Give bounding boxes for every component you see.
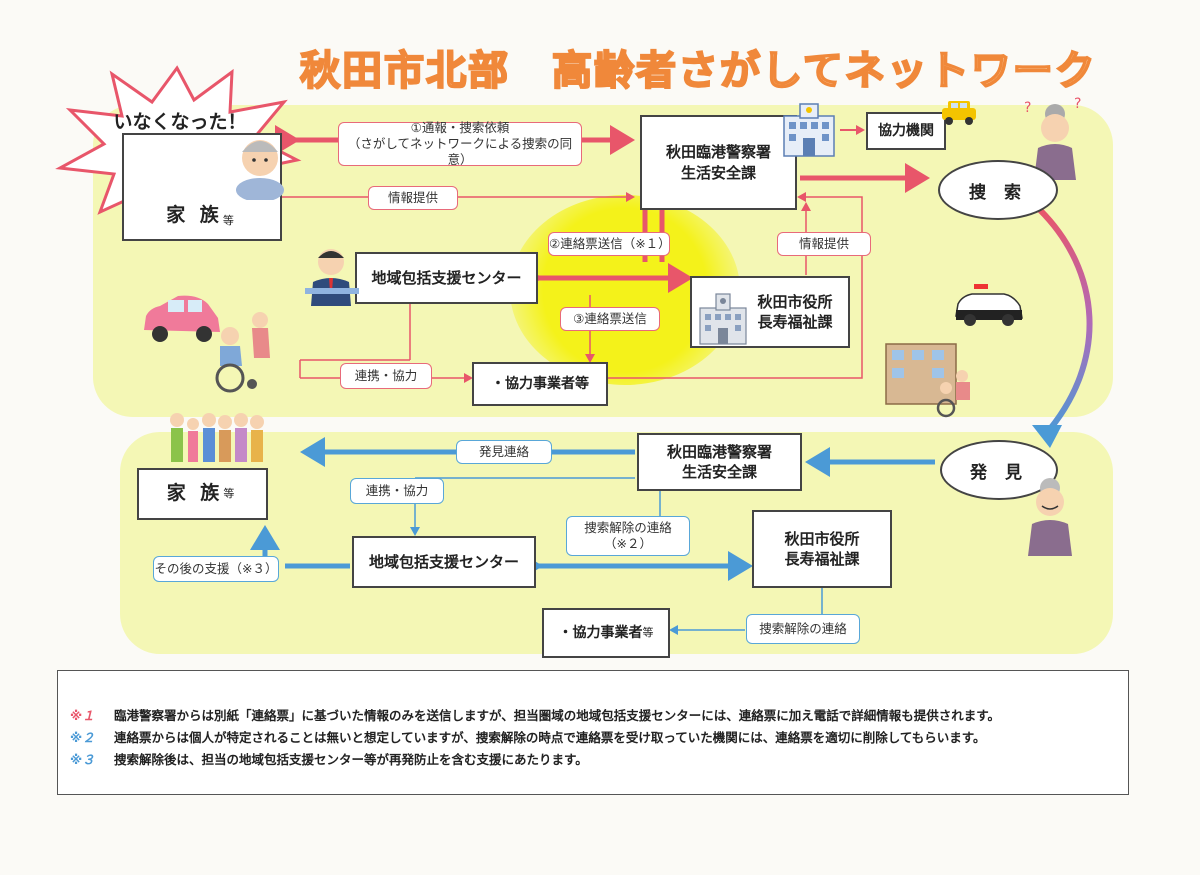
cancel-contact-2: 捜索解除の連絡 — [746, 614, 860, 644]
cancel-contact: 捜索解除の連絡 （※２） — [566, 516, 690, 556]
after-support: その後の支援（※３） — [153, 556, 279, 582]
cooperating-agencies-box: 協力機関 — [866, 112, 946, 150]
family-box-bottom: 家 族等 — [137, 468, 268, 520]
care-facility-icon — [885, 343, 970, 418]
police-box-top: 秋田臨港警察署 生活安全課 — [640, 115, 797, 210]
page-title: 秋田市北部 高齢者さがしてネットワーク — [299, 47, 1097, 95]
svg-text:?: ? — [1074, 96, 1081, 112]
info-provide-left: 情報提供 — [368, 186, 458, 210]
footnote-3: ※３ 捜索解除後は、担当の地域包括支援センター等が再発防止を含む支援にあたります… — [70, 749, 1128, 768]
staff-icon — [305, 249, 359, 306]
support-center-box-bottom: 地域包括支援センター — [352, 536, 536, 588]
svg-text:?: ? — [1024, 100, 1031, 116]
partnership-bottom: 連携・協力 — [350, 478, 444, 504]
elderly-man-icon — [236, 140, 284, 200]
footnote-1: ※１ 臨港警察署からは別紙「連絡票」に基づいた情報のみを送信しますが、担当圏域の… — [70, 705, 1128, 724]
footnote-2: ※２ 連絡票からは個人が特定されることは無いと想定していますが、捜索解除の時点で… — [70, 727, 1128, 746]
footnote-mark: ※１ — [70, 708, 95, 723]
family-group-icon — [170, 413, 264, 462]
taxi-icon — [942, 101, 976, 125]
form-send-3: ③連絡票送信 — [560, 307, 660, 331]
found-oval: 発 見 — [940, 440, 1058, 500]
report-request-label: ①通報・捜索依頼 （さがしてネットワークによる捜索の同意） — [338, 120, 582, 167]
footnote-mark: ※３ — [70, 752, 95, 767]
police-box-bottom: 秋田臨港警察署 生活安全課 — [637, 433, 802, 491]
footnote-text: 連絡票からは個人が特定されることは無いと想定していますが、捜索解除の時点で連絡票… — [114, 730, 986, 745]
wheelchair-icon — [215, 312, 270, 393]
business-box-top: ・協力事業者等 — [472, 362, 608, 406]
info-provide-right: 情報提供 — [777, 232, 871, 256]
search-oval: 捜 索 — [938, 160, 1058, 220]
partnership-top: 連携・協力 — [340, 363, 432, 389]
footnote-mark: ※２ — [70, 730, 95, 745]
police-station-icon — [783, 103, 835, 157]
business-box-bottom: ・協力事業者等 — [542, 608, 670, 658]
police-car-icon — [955, 284, 1023, 326]
support-center-box-top: 地域包括支援センター — [355, 252, 538, 304]
cityhall-box-bottom: 秋田市役所 長寿福祉課 — [752, 510, 892, 588]
footnote-text: 捜索解除後は、担当の地域包括支援センター等が再発防止を含む支援にあたります。 — [114, 752, 588, 767]
footnote-text: 臨港警察署からは別紙「連絡票」に基づいた情報のみを送信しますが、担当圏域の地域包… — [114, 708, 1001, 723]
form-send-2: ②連絡票送信（※１） — [548, 232, 671, 256]
footnotes: ※１ 臨港警察署からは別紙「連絡票」に基づいた情報のみを送信しますが、担当圏域の… — [57, 670, 1129, 795]
discovery-contact: 発見連絡 — [456, 440, 552, 464]
car-icon — [144, 295, 220, 342]
city-hall-icon — [699, 293, 747, 345]
found-elderly-woman-icon — [1028, 478, 1072, 556]
